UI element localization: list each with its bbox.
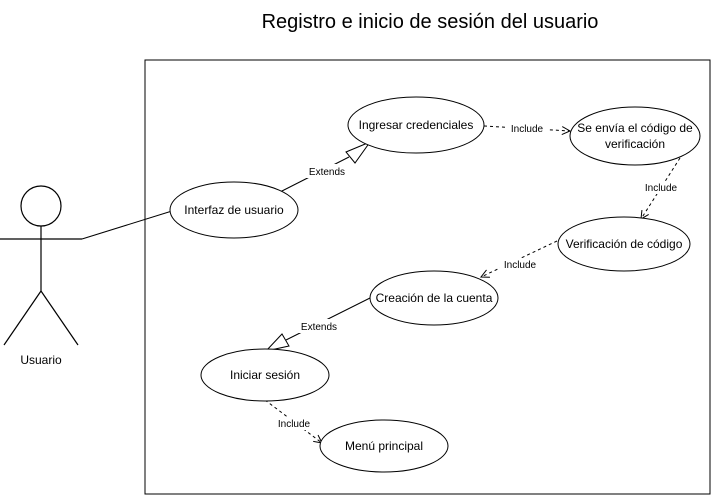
include-relation-4: [264, 399, 322, 443]
association-line: [81, 210, 173, 240]
include-label-1: Include: [511, 124, 544, 135]
include-label-3: Include: [504, 260, 537, 271]
system-boundary: [144, 59, 711, 495]
hollow-triangle-arrowhead: [264, 333, 290, 352]
use-case-creacion-cuenta[interactable]: [369, 270, 499, 326]
actor-head: [20, 185, 62, 227]
actor-left-leg: [3, 290, 42, 346]
use-case-envio-codigo[interactable]: [569, 106, 701, 166]
diagram-title: Registro e inicio de sesión del usuario: [262, 11, 599, 33]
hollow-triangle-arrowhead: [345, 140, 372, 164]
use-case-envio-label-line1: Se envía el código de: [577, 121, 693, 135]
extends-relation-1: [279, 140, 372, 193]
extends-label-2: Extends: [301, 322, 337, 333]
actor-right-leg: [40, 290, 79, 346]
use-case-ingresar-label: Ingresar credenciales: [359, 118, 474, 132]
use-case-ingresar-credenciales[interactable]: [347, 96, 485, 154]
actor-label: Usuario: [20, 353, 62, 367]
use-case-menu-label: Menú principal: [345, 439, 423, 453]
use-case-iniciar-label: Iniciar sesión: [230, 368, 300, 382]
include-relation-1: [483, 122, 570, 135]
use-case-creacion-label: Creación de la cuenta: [376, 291, 493, 305]
include-label-2: Include: [645, 183, 678, 194]
use-case-iniciar-sesion[interactable]: [200, 348, 330, 402]
extends-label-1: Extends: [309, 167, 345, 178]
extends-relation-2: [264, 296, 373, 352]
actor-stick-figure: [0, 185, 82, 346]
use-case-envio-label-line2: verificación: [605, 137, 665, 151]
include-relation-2: [641, 157, 681, 219]
use-case-verificacion-codigo[interactable]: [557, 216, 691, 272]
use-case-interfaz-de-usuario[interactable]: [169, 181, 299, 239]
use-case-verificacion-label: Verificación de código: [566, 237, 683, 251]
use-case-interfaz-label: Interfaz de usuario: [184, 203, 284, 217]
use-case-menu-principal[interactable]: [319, 419, 449, 473]
include-relation-3: [481, 240, 558, 277]
include-label-4: Include: [278, 419, 311, 430]
